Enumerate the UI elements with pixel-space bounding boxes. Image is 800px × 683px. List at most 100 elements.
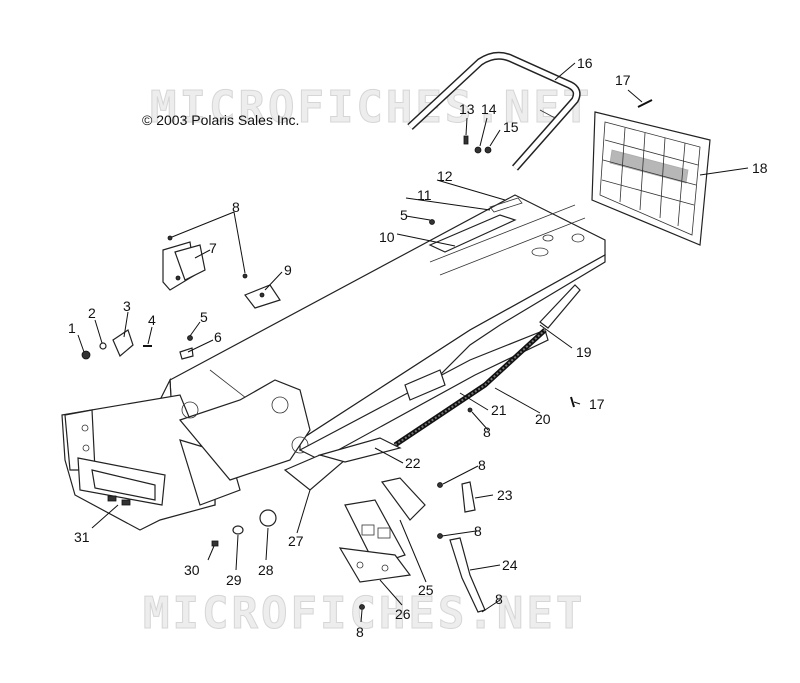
bulkhead-tab-1 (107, 495, 117, 502)
callout-16: 16 (577, 55, 593, 71)
snowflap-logo (609, 149, 689, 184)
bracket-7-face (174, 244, 206, 281)
part-18-snowflap (591, 111, 711, 246)
part-28-grommet (259, 509, 277, 527)
slot-cover (489, 197, 523, 213)
running-board-end (539, 284, 581, 329)
callout-11: 11 (417, 187, 432, 203)
part-26-toe-hold (338, 547, 412, 583)
callout-26: 26 (395, 606, 411, 622)
tunnel-rib-1 (429, 204, 576, 263)
copyright-notice: © 2003 Polaris Sales Inc. (142, 112, 300, 128)
bracket-9-hole (259, 292, 265, 298)
part-7-bracket (162, 241, 206, 291)
callout-24: 24 (502, 557, 518, 573)
callout-12: 12 (437, 168, 453, 184)
callout-13: 13 (459, 101, 475, 117)
callout-22: 22 (405, 455, 421, 471)
callout-25: 25 (418, 582, 434, 598)
callout-3: 3 (123, 298, 131, 314)
part-17-screw-right (570, 396, 575, 408)
part-26-hole-1 (356, 561, 364, 569)
part-17-screw-top (637, 99, 653, 108)
part-8-fastener-d (437, 482, 443, 488)
tunnel-hole-3 (571, 233, 585, 243)
callout-30: 30 (184, 562, 200, 578)
part-8-fastener-e (437, 533, 443, 539)
part-25-footrest-bracket (344, 477, 426, 566)
part-1-bolt (81, 350, 91, 360)
callout-31: 31 (74, 529, 90, 545)
part-24-bracket (449, 537, 486, 613)
part-8-fastener-b (242, 273, 248, 279)
callout-8-top: 8 (232, 199, 240, 215)
callout-8-bottom-right: 8 (495, 591, 503, 607)
callout-5-left: 5 (200, 309, 208, 325)
part-15-nut (484, 146, 492, 154)
callout-9: 9 (284, 262, 292, 278)
callout-7: 7 (209, 240, 217, 256)
snowflap-body (591, 111, 711, 246)
part-14-washer (474, 146, 482, 154)
part-26-hole-2 (381, 564, 389, 572)
part-23-clip (461, 481, 476, 513)
side-panel-body (178, 379, 311, 481)
callout-5-top: 5 (400, 207, 408, 223)
bulkhead-bracket (91, 469, 156, 501)
callout-14: 14 (481, 101, 497, 117)
side-panel-hole-3 (291, 436, 309, 454)
part-2-washer (99, 342, 107, 350)
leader-lines (77, 62, 749, 623)
part-30-rivet (211, 540, 219, 547)
callout-8-bottom: 8 (356, 624, 364, 640)
callout-10: 10 (379, 229, 395, 245)
bulkhead-hole-2 (82, 444, 90, 452)
callout-6: 6 (214, 329, 222, 345)
bulkhead-hole-1 (81, 424, 89, 432)
callout-2: 2 (88, 305, 96, 321)
callout-29: 29 (226, 572, 242, 588)
part-8-fastener-f (359, 604, 365, 610)
callout-15: 15 (503, 119, 519, 135)
part-13-bolt (463, 135, 469, 145)
part-29-plug (232, 525, 244, 535)
callout-28: 28 (258, 562, 274, 578)
callout-17-top: 17 (615, 72, 631, 88)
part-5-fastener-left (187, 335, 193, 341)
callout-27: 27 (288, 533, 304, 549)
snowflap-inner (599, 121, 701, 236)
callout-20: 20 (535, 411, 551, 427)
tunnel-rib-2 (439, 217, 586, 276)
heat-exchanger-slot (428, 214, 517, 253)
bracket-7-bolt (175, 275, 181, 281)
callout-8-right: 8 (478, 457, 486, 473)
callout-8-mid: 8 (483, 424, 491, 440)
part-6-clip (179, 347, 194, 360)
tunnel-hole-1 (531, 247, 549, 257)
running-board-rail-texture (394, 329, 546, 446)
watermark-top: MICROFICHES.NET (149, 82, 593, 134)
part-5-fastener-top (429, 219, 435, 225)
callout-19: 19 (576, 344, 592, 360)
side-panel-hole-1 (271, 396, 289, 414)
part-3-plate (112, 329, 134, 357)
callout-18: 18 (752, 160, 768, 176)
side-panel (178, 379, 311, 481)
tunnel-hole-2 (542, 234, 554, 242)
callout-21: 21 (491, 402, 507, 418)
bulkhead-tab-2 (121, 499, 131, 506)
part-8-fastener-c (467, 407, 473, 413)
watermark-bottom: MICROFICHES.NET (142, 588, 586, 640)
part-16-grab-handle (407, 51, 581, 171)
part-27-skid (283, 454, 347, 491)
callout-4: 4 (148, 312, 156, 328)
side-panel-hole-2 (181, 401, 199, 419)
part-8-fastener-a (167, 235, 173, 241)
running-board-bracket (404, 369, 446, 401)
callout-17-right: 17 (589, 396, 605, 412)
callout-23: 23 (497, 487, 513, 503)
callout-8-lower: 8 (474, 523, 482, 539)
callout-1: 1 (68, 320, 76, 336)
